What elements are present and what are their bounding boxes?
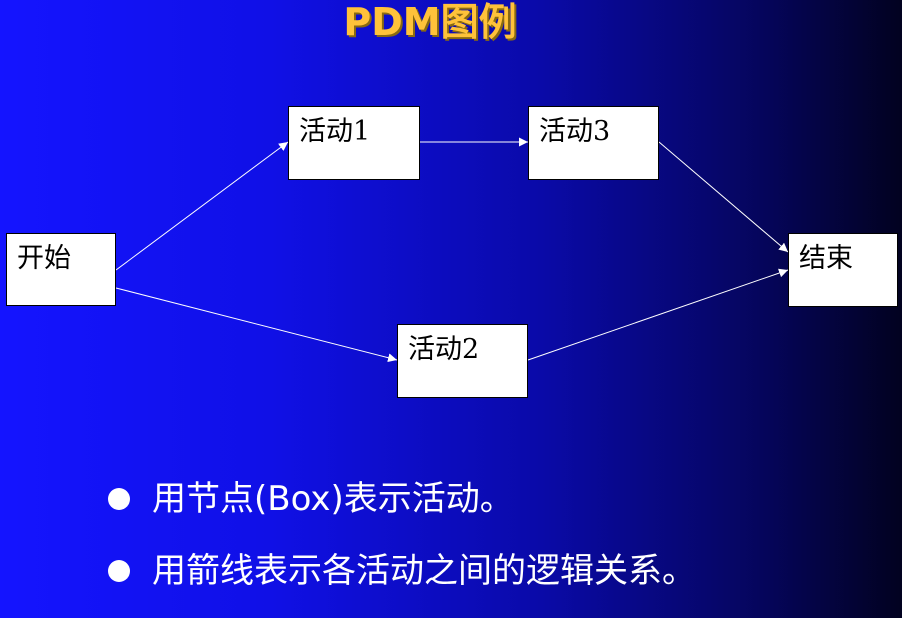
node-activity1: 活动1 <box>288 106 420 180</box>
arrow-layer <box>115 137 789 363</box>
bullet-text: 用箭线表示各活动之间的逻辑关系。 <box>152 551 696 591</box>
bullet-dot-icon <box>108 488 130 510</box>
node-activity2: 活动2 <box>397 324 528 398</box>
node-activity3: 活动3 <box>528 106 659 180</box>
arrow-start-to-activity2 <box>115 287 398 363</box>
arrow-start-to-activity1 <box>115 141 289 271</box>
slide-title: PDM图例 <box>343 0 517 44</box>
node-end: 结束 <box>788 233 898 307</box>
bullet-text: 用节点(Box)表示活动。 <box>152 479 514 519</box>
arrow-activity3-to-end <box>658 141 789 253</box>
arrow-activity2-to-end <box>527 268 789 361</box>
bullet-dot-icon <box>108 560 130 582</box>
node-start: 开始 <box>6 233 116 306</box>
